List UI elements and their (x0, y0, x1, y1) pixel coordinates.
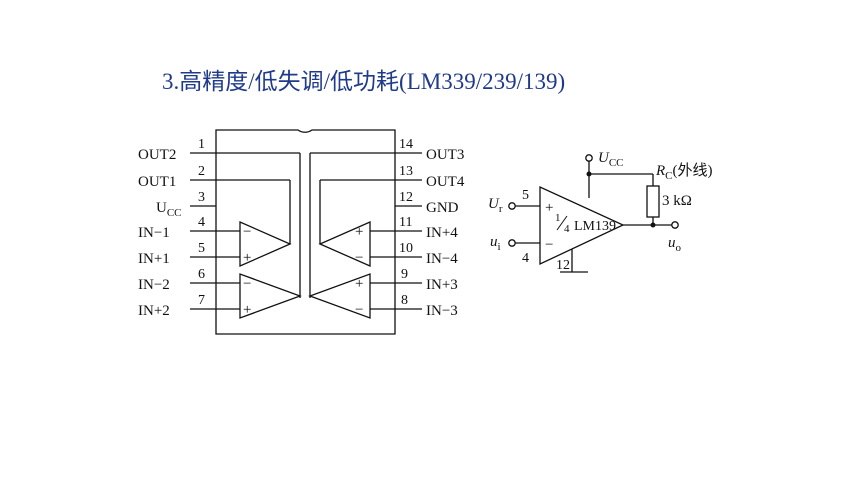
pin10-number: 10 (399, 241, 413, 256)
ic-package-outline (215, 129, 396, 335)
pin11-number: 11 (399, 215, 412, 230)
pin1-label: OUT2 (138, 147, 176, 163)
ur-label: Ur (488, 196, 503, 215)
pin4-label: IN−1 (138, 225, 170, 241)
rc-label: RC(外线) (655, 162, 713, 182)
pin11-label: IN+4 (426, 225, 458, 241)
comp4-plus-sign: + (355, 224, 363, 240)
pin12-number: 12 (399, 190, 413, 205)
pin10-label: IN−4 (426, 251, 458, 267)
pin3-label: UCC (156, 200, 182, 219)
pin8-label: IN−3 (426, 303, 458, 319)
pin13-label: OUT4 (426, 174, 465, 190)
slide-title: 3.高精度/低失调/低功耗(LM339/239/139) (162, 69, 566, 94)
ur-terminal (508, 202, 516, 210)
comparator-3-triangle (308, 273, 371, 319)
ui-terminal (508, 239, 516, 247)
pin13-number: 13 (399, 164, 413, 179)
pin14-label: OUT3 (426, 147, 464, 163)
ucc-label: UCC (598, 150, 624, 169)
pin9-number: 9 (401, 267, 408, 282)
uo-terminal (671, 221, 679, 229)
junction-dot-supply (586, 171, 592, 177)
pin2-number: 2 (198, 164, 205, 179)
pin7-number: 7 (198, 293, 205, 308)
lm139-comparator-triangle (539, 185, 625, 266)
comp1-minus-sign: − (243, 224, 251, 240)
junction-dot-output (650, 222, 656, 228)
pin2-label: OUT1 (138, 174, 176, 190)
lm139-plus-sign: + (545, 200, 553, 216)
pin5-circuit-number: 5 (522, 188, 529, 203)
comp1-plus-sign: + (243, 250, 251, 266)
ui-label: ui (490, 234, 501, 253)
lm139-minus-sign: − (545, 237, 553, 253)
comparator-4-triangle (318, 221, 371, 267)
pullup-resistor (646, 185, 660, 218)
pin9-label: IN+3 (426, 277, 458, 293)
lm139-chip-label: LM139 (574, 219, 616, 234)
fraction-numerator: 1 (555, 212, 561, 224)
pin8-number: 8 (401, 293, 408, 308)
comparator-1-triangle (239, 221, 292, 267)
pin4-number: 4 (198, 215, 205, 230)
resistor-value-label: 3 kΩ (662, 193, 692, 209)
pin5-number: 5 (198, 241, 205, 256)
pin1-number: 1 (198, 137, 205, 152)
comp2-plus-sign: + (243, 302, 251, 318)
uo-label: uo (668, 235, 682, 254)
pin14-number: 14 (399, 137, 413, 152)
comp3-plus-sign: + (355, 276, 363, 292)
pin6-number: 6 (198, 267, 205, 282)
pin12-circuit-number: 12 (556, 258, 570, 273)
comparator-2-triangle (239, 273, 302, 319)
comp3-minus-sign: − (355, 302, 363, 318)
comp2-minus-sign: − (243, 276, 251, 292)
pin6-label: IN−2 (138, 277, 170, 293)
pin5-label: IN+1 (138, 251, 170, 267)
ucc-terminal (585, 154, 593, 162)
pin4-circuit-number: 4 (522, 251, 529, 266)
pin3-number: 3 (198, 190, 205, 205)
pin12-label: GND (426, 200, 459, 216)
comp4-minus-sign: − (355, 250, 363, 266)
pin7-label: IN+2 (138, 303, 170, 319)
fraction-denominator: 4 (564, 223, 570, 235)
